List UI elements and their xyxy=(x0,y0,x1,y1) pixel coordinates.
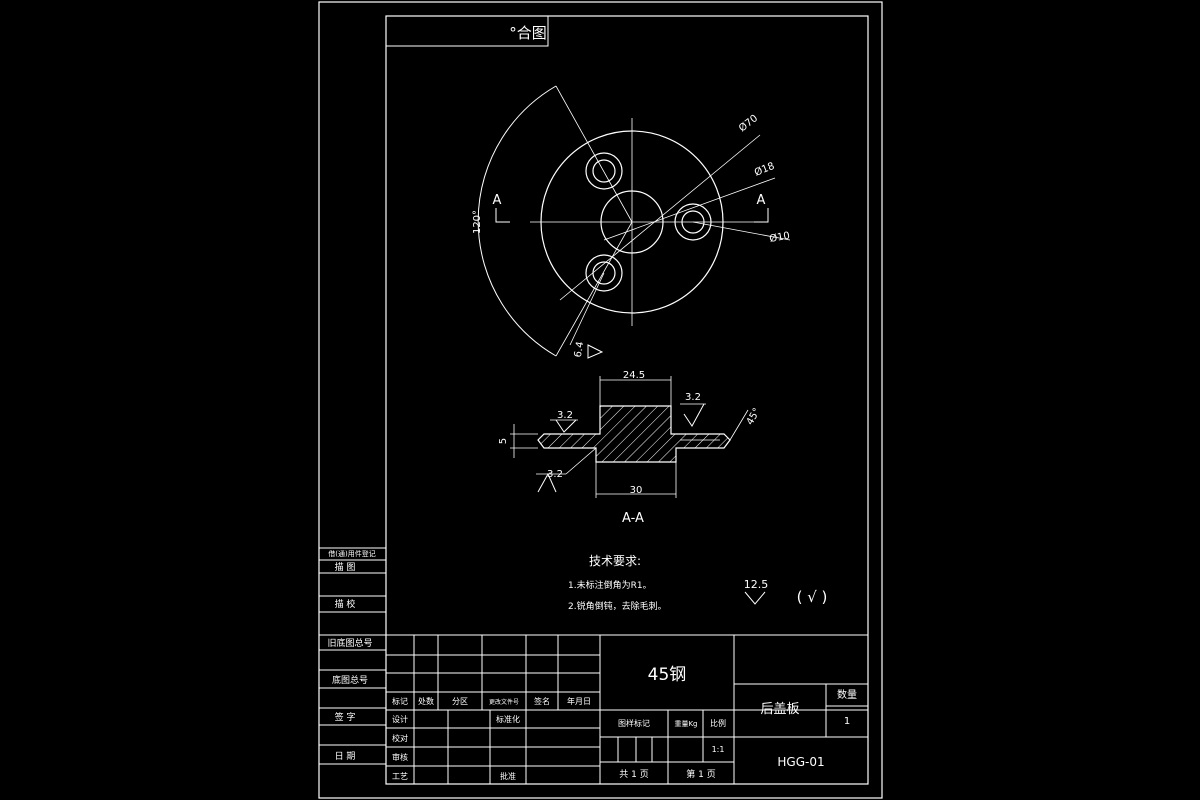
side-item-4: 底图总号 xyxy=(332,674,368,686)
dim-d10: Ø10 xyxy=(768,230,790,245)
side-item-6: 日 期 xyxy=(335,751,356,762)
quantity-label: 数量 xyxy=(837,688,857,701)
scale-label: 比例 xyxy=(710,718,726,728)
general-roughness: 12.5 xyxy=(744,578,769,591)
dim-angle: 120° xyxy=(472,210,483,234)
dim-width-245: 24.5 xyxy=(623,370,645,381)
side-item-1: 描 图 xyxy=(335,561,356,573)
side-item-2: 描 校 xyxy=(335,598,356,610)
rev-header-3: 更改文件号 xyxy=(489,698,519,706)
general-roughness-symbol xyxy=(744,591,766,605)
top-label-box xyxy=(385,15,549,47)
scale-value: 1:1 xyxy=(712,745,725,754)
total-pages: 共 1 页 xyxy=(619,769,648,780)
dim-d18: Ø18 xyxy=(753,160,777,179)
part-name: 后盖板 xyxy=(760,702,799,717)
rev-header-0: 标记 xyxy=(392,696,408,706)
section-marker-left: A xyxy=(493,193,502,208)
dim-width-30: 30 xyxy=(630,485,643,496)
dim-d70: Ø70 xyxy=(736,112,760,134)
role-process: 工艺 xyxy=(392,772,408,781)
rev-header-4: 签名 xyxy=(534,696,550,706)
inner-frame xyxy=(385,15,869,785)
top-label: °合图 xyxy=(509,24,547,42)
material: 45钢 xyxy=(648,665,687,685)
section-title: A-A xyxy=(622,511,644,526)
side-item-0: 借(通)用件登记 xyxy=(328,549,375,558)
page-number: 第 1 页 xyxy=(686,768,715,780)
stage-mark-label: 图样标记 xyxy=(618,718,650,728)
tech-item-1: 1.未标注倒角为R1。 xyxy=(568,579,652,591)
outer-frame xyxy=(318,1,883,799)
general-symbol: ( √ ) xyxy=(797,588,828,606)
role-review: 审核 xyxy=(392,752,408,762)
roughness-64: 6.4 xyxy=(573,341,587,359)
tech-heading: 技术要求: xyxy=(589,554,641,568)
dim-height-5: 5 xyxy=(498,438,509,444)
title-block-grid xyxy=(386,634,868,784)
section-view xyxy=(510,376,749,498)
section-marker-right: A xyxy=(757,193,766,208)
front-view xyxy=(477,85,791,359)
rev-header-2: 分区 xyxy=(452,697,468,706)
dim-chamfer: 45° xyxy=(745,406,763,427)
roughness-mark-1: 3.2 xyxy=(557,410,573,421)
rev-header-5: 年月日 xyxy=(567,696,591,706)
side-item-3: 旧底图总号 xyxy=(327,637,372,649)
drawing-number: HGG-01 xyxy=(777,755,824,769)
rev-header-1: 处数 xyxy=(418,696,434,706)
side-panel xyxy=(319,547,386,765)
roughness-mark-3: 3.2 xyxy=(547,469,563,480)
roughness-mark-2: 3.2 xyxy=(685,392,701,403)
role-check: 校对 xyxy=(392,733,408,743)
standardize-label: 标准化 xyxy=(496,714,520,724)
weight-label: 重量Kg xyxy=(674,720,697,728)
role-design: 设计 xyxy=(392,714,408,724)
approve-label: 批准 xyxy=(500,771,516,781)
quantity-value: 1 xyxy=(844,716,850,727)
tech-item-2: 2.锐角倒钝，去除毛刺。 xyxy=(568,600,667,612)
side-item-5: 签 字 xyxy=(335,711,356,723)
